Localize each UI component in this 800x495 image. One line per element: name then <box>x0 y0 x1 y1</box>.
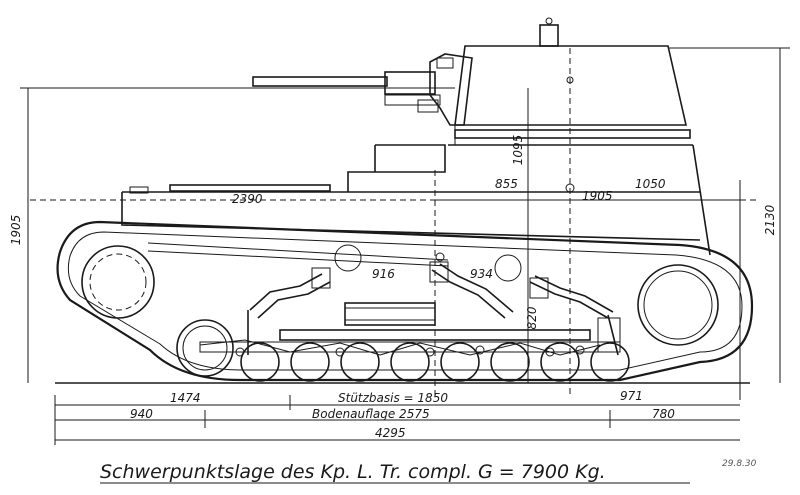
track <box>56 220 754 382</box>
coax-gun <box>384 94 441 106</box>
dim-spring: 820 <box>525 306 539 329</box>
drive-sprocket <box>637 264 719 346</box>
dim-top-length: 2390 <box>232 192 263 206</box>
center-of-gravity-marker <box>30 48 760 395</box>
hull <box>121 144 711 267</box>
main-gun-barrel <box>252 76 388 87</box>
dim-wheel-a: 916 <box>372 267 395 281</box>
drawing-caption: Schwerpunktslage des Kp. L. Tr. compl. G… <box>100 461 606 483</box>
road-wheels <box>176 319 630 382</box>
dim-front-section: 1050 <box>635 177 666 191</box>
dim-rear-overhang: 1474 <box>170 391 201 405</box>
dimension-lines <box>20 47 790 445</box>
center-spring <box>344 302 436 326</box>
idler-wheel <box>81 245 155 319</box>
dim-cg-front-a: 855 <box>495 177 518 191</box>
engine-deck <box>169 184 331 192</box>
dim-hull-height: 1905 <box>9 215 23 246</box>
dim-rear-offset: 940 <box>130 407 153 421</box>
dim-overall-height: 2130 <box>763 204 777 235</box>
rear-road-wheel <box>176 319 234 377</box>
dim-cg-height: 1095 <box>511 135 525 166</box>
turret <box>252 17 693 146</box>
dim-cg-rear-a: 1905 <box>582 189 613 203</box>
dimension-labels: 1905 2130 2390 1095 855 1905 1050 916 93… <box>9 135 777 440</box>
dim-front-overhang-a: 971 <box>620 389 643 403</box>
dim-front-overhang-b: 780 <box>652 407 675 421</box>
dim-wheel-b: 934 <box>470 267 493 281</box>
date-stamp: 29.8.30 <box>722 459 757 469</box>
cupola <box>539 24 559 47</box>
dim-total-length: 4295 <box>375 426 406 440</box>
dim-stuetzbasis: Stützbasis = 1850 <box>338 391 448 405</box>
dim-bodenauflage: Bodenauflage 2575 <box>312 407 430 421</box>
suspension <box>199 261 621 356</box>
gun-mantlet <box>429 53 473 126</box>
return-rollers <box>334 244 522 282</box>
